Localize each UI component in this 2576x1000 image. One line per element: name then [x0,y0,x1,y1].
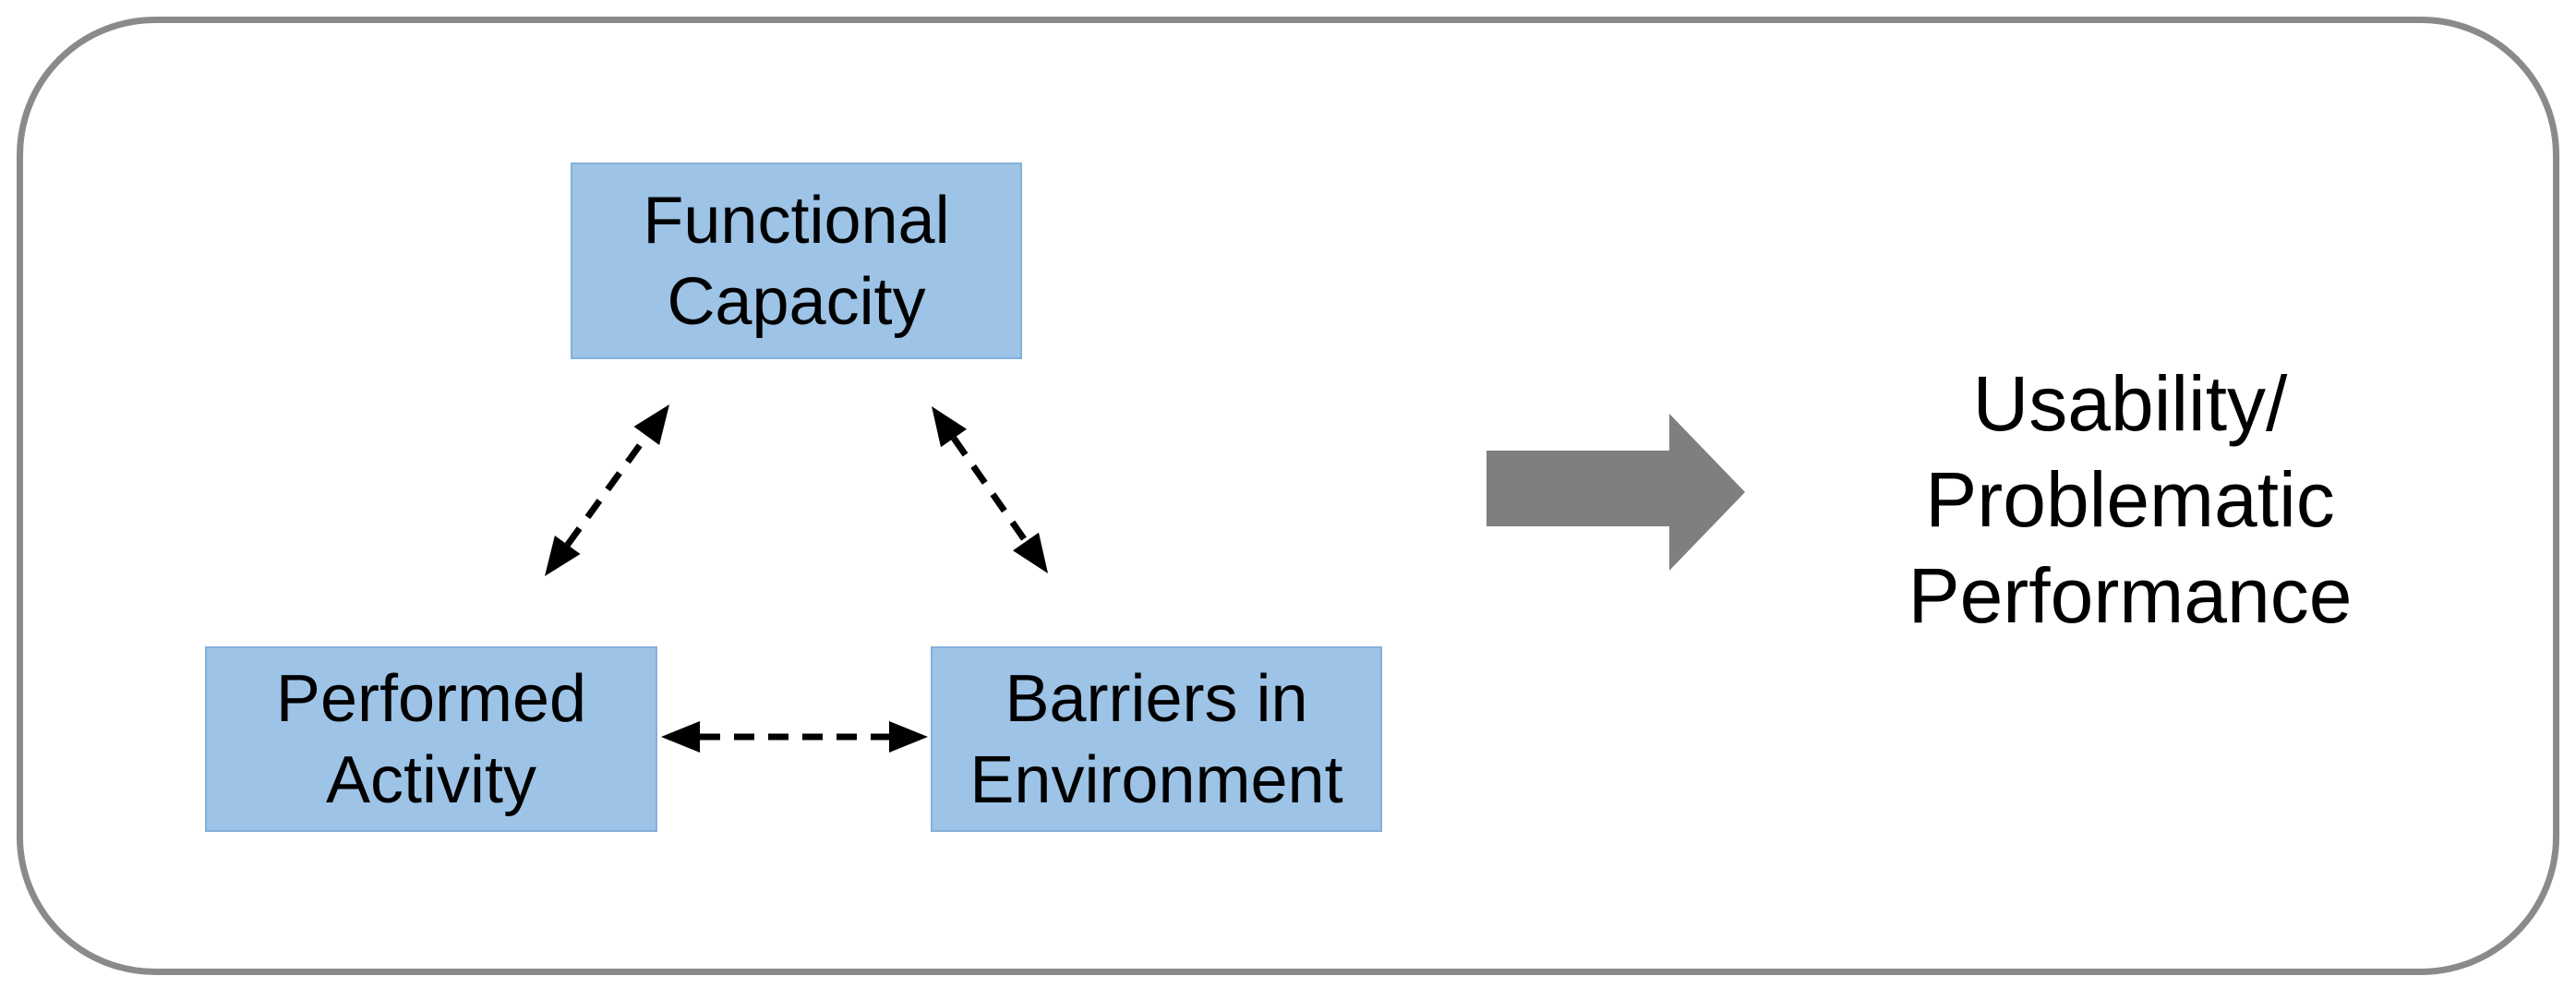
node-label-line: Functional [643,183,950,258]
node-label-line: Barriers in [1005,661,1308,736]
result-label-line: Usability/ [1972,360,2288,447]
node-label-line: Capacity [667,264,926,339]
node-label-line: Activity [325,742,537,817]
outer-rounded-frame [17,17,2559,975]
node-label-line: Performed [275,661,587,736]
node-label-line: Environment [969,742,1343,817]
node-barriers-in-environment: Barriers in Environment [931,646,1382,832]
node-performed-activity: Performed Activity [205,646,657,832]
result-label: Usability/ Problematic Performance [1908,355,2353,644]
result-label-line: Problematic [1925,456,2335,543]
result-label-line: Performance [1908,552,2353,639]
node-functional-capacity: Functional Capacity [571,163,1022,359]
